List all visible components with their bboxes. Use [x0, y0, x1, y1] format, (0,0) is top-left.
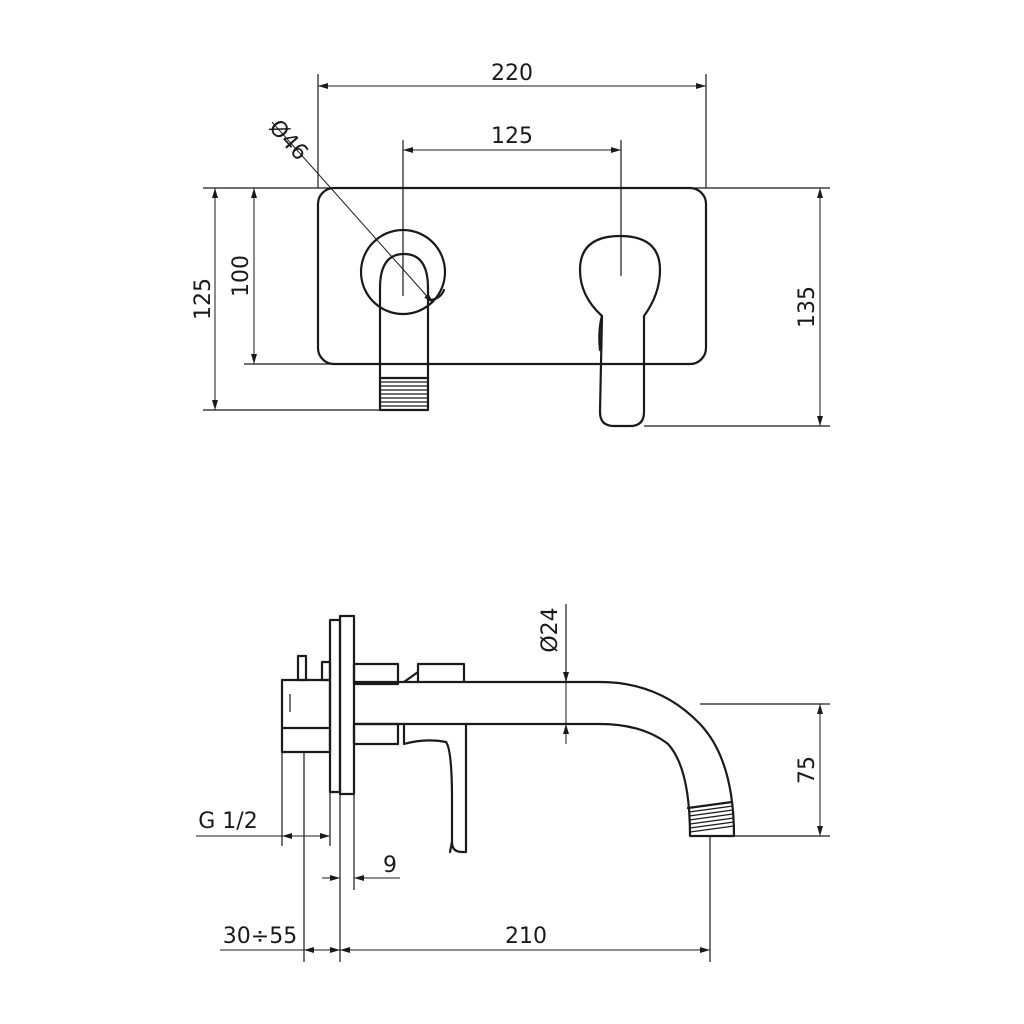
lever-inner-edge [598, 314, 604, 352]
side-view: Ø24 75 G 1/2 9 30÷55 210 [196, 604, 830, 962]
dim-height-plate-label: 100 [229, 255, 254, 297]
cover-plate [316, 186, 708, 366]
dim-height-left-label: 125 [191, 278, 216, 320]
lever-handle [578, 234, 662, 428]
spout-body [378, 252, 430, 380]
dim-thread-label: G 1/2 [198, 809, 257, 834]
dim-reach-label: 210 [505, 924, 547, 949]
dim-width-label: 220 [491, 61, 533, 86]
spout-pipe-side [352, 680, 736, 838]
dim-pipe-diameter-label: Ø24 [538, 607, 563, 652]
front-view: 220 125 Ø46 125 100 135 [191, 61, 830, 428]
dim-spacing-label: 125 [491, 124, 533, 149]
dim-wall-label: 30÷55 [223, 924, 297, 949]
dim-plate-label: 9 [383, 853, 397, 878]
dim-drop-label: 75 [795, 756, 820, 784]
cover-plate-side [328, 618, 342, 794]
body-box [280, 678, 332, 754]
dim-height-right-label: 135 [795, 286, 820, 328]
lever-side [402, 662, 466, 684]
spout-hidden-edge [426, 288, 446, 302]
dim-diameter-label: Ø46 [264, 115, 313, 165]
